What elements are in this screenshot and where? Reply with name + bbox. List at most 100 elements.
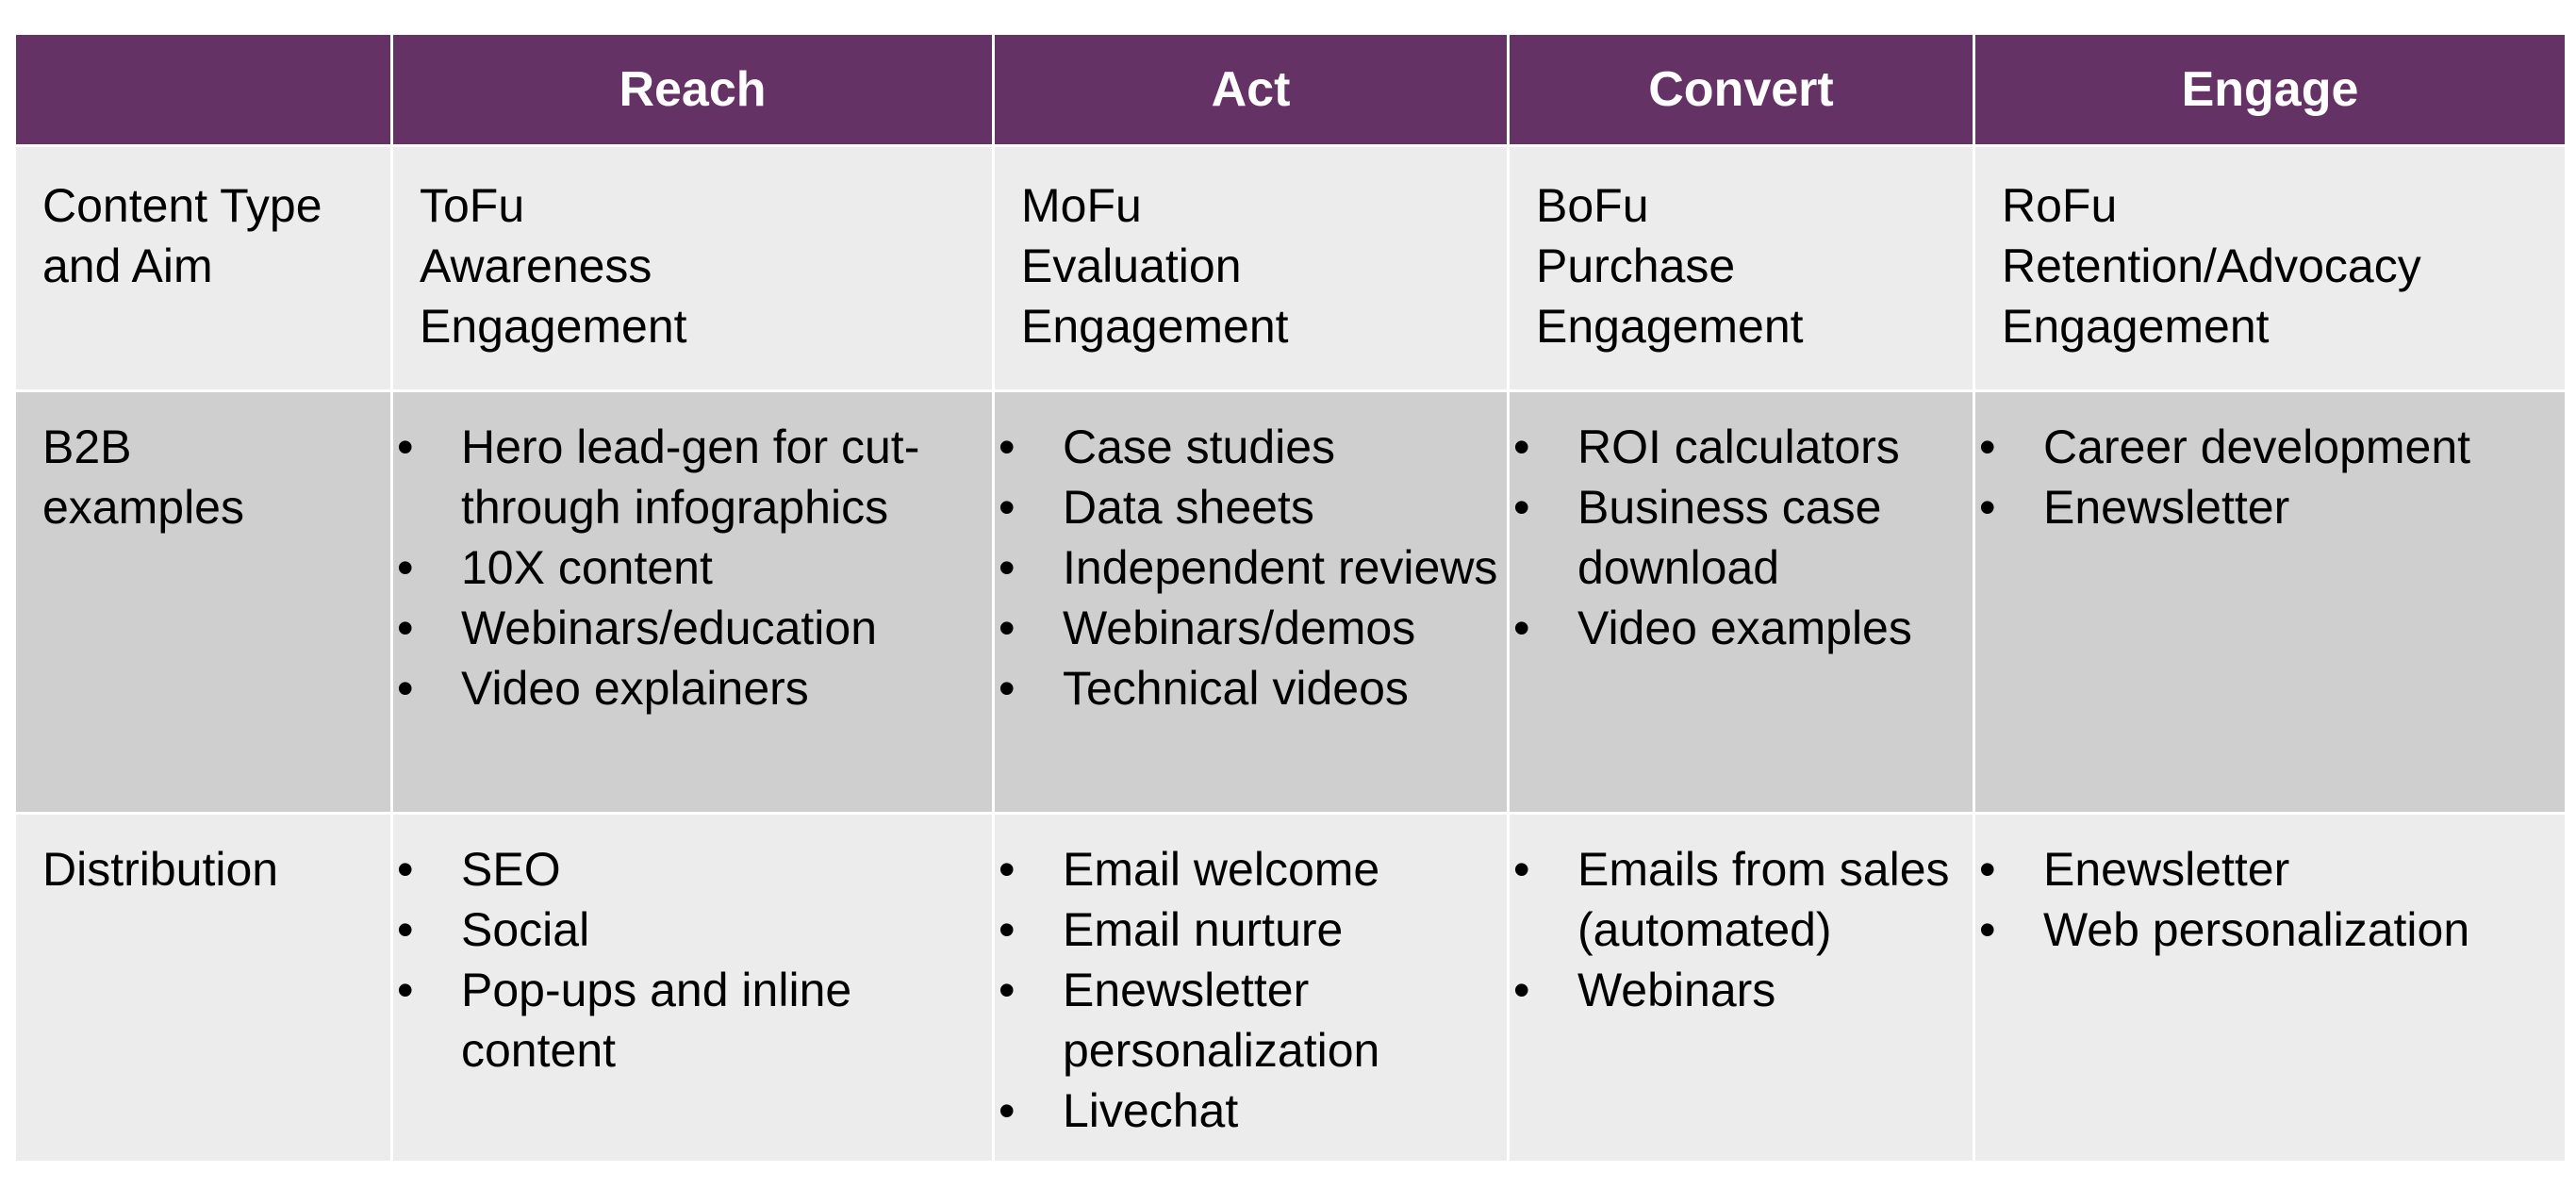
row-label-b2b-examples: B2B examples (42, 421, 244, 534)
bullet-icon: • (1979, 481, 1996, 534)
list-item-text: 10X content (461, 541, 713, 594)
list-item-text: Webinars (1577, 964, 1776, 1016)
stage-line: MoFu (1021, 179, 1142, 232)
bullet-icon: • (1513, 602, 1530, 654)
list-item: • Independent reviews (995, 537, 1507, 598)
bullet-icon: • (1513, 843, 1530, 896)
list-item-text: Hero lead-gen for cut-through infographi… (461, 421, 920, 534)
reach-distribution-cell: • SEO • Social • Pop-ups and inline content (390, 812, 995, 1163)
list-item: • Pop-ups and inline content (393, 960, 992, 1081)
list-item: •Web personalization (1975, 899, 2565, 960)
list-item-text: Independent reviews (1063, 541, 1498, 594)
bullet-list: •Case studies•Data sheets•Independent re… (995, 392, 1507, 718)
list-item-text: Pop-ups and inline content (461, 964, 852, 1077)
list-item-text: Email welcome (1063, 843, 1380, 896)
header-engage: Engage (1973, 32, 2568, 147)
list-item: •Hero lead-gen for cut-through infograph… (393, 417, 992, 537)
funnel-content-table: Reach Act Convert Engage Content Type an… (13, 32, 2568, 1163)
convert-b2b-cell: •ROI calculators•Business case download•… (1507, 389, 1975, 815)
reach-b2b-cell: • Hero lead-gen for cut-through infograph… (390, 389, 995, 815)
list-item: •Case studies (995, 417, 1507, 477)
engage-distribution-cell: •Enewsletter•Web personalization (1973, 812, 2568, 1163)
bullet-icon: • (999, 843, 1016, 896)
list-item: • SEO (393, 839, 992, 899)
list-item: •Career development (1975, 417, 2565, 477)
list-item: • Data sheets (995, 477, 1507, 537)
bullet-list: •Enewsletter•Web personalization (1975, 815, 2565, 960)
bullet-icon: • (1979, 421, 1996, 473)
bullet-icon: • (1513, 421, 1530, 473)
bullet-list: •Career development• Enewsletter (1975, 392, 2565, 537)
b2b-examples-row: B2B examples • Hero lead-gen for cut-thro… (13, 389, 2568, 815)
bullet-icon: • (999, 541, 1016, 594)
bullet-list: • SEO • Social • Pop-ups and inline content (393, 815, 992, 1081)
convert-distribution-cell: • Emails from sales (automated)•Webinars (1507, 812, 1975, 1163)
stage-line: Engagement (420, 300, 687, 353)
act-distribution-cell: •Email welcome•Email nurture•Enewsletter… (992, 812, 1510, 1163)
stage-line: Retention/Advocacy (2002, 239, 2421, 292)
list-item: •Technical videos (995, 658, 1507, 718)
distribution-row: Distribution • SEO • Social • Pop-ups and inl… (13, 812, 2568, 1163)
list-item: • Email welcome (995, 839, 1507, 899)
list-item-text: Business case download (1577, 481, 1882, 594)
bullet-icon: • (999, 903, 1016, 956)
list-item-text: Video examples (1577, 602, 1912, 654)
list-item-text: Webinars/demos (1063, 602, 1416, 654)
list-item-text: SEO (461, 843, 561, 896)
stage-line: BoFu (1536, 179, 1649, 232)
list-item-text: Enewsletter (2043, 843, 2290, 896)
list-item-text: Social (461, 903, 590, 956)
bullet-list: • Emails from sales (automated)•Webinars (1510, 815, 1973, 1020)
bullet-icon: • (999, 964, 1016, 1016)
stage-line: Engagement (1536, 300, 1804, 353)
stage-line: Engagement (1021, 300, 1289, 353)
list-item: •Enewsletter (1975, 839, 2565, 899)
stage-line: Engagement (2002, 300, 2270, 353)
bullet-icon: • (397, 843, 414, 896)
bullet-icon: • (999, 602, 1016, 654)
list-item: • Webinars/demos (995, 598, 1507, 658)
list-item-text: Livechat (1063, 1084, 1239, 1137)
stage-line: Purchase (1536, 239, 1736, 292)
list-item: • Emails from sales (automated) (1510, 839, 1973, 960)
engage-b2b-cell: •Career development• Enewsletter (1973, 389, 2568, 815)
list-item-text: Enewsletter (2043, 481, 2290, 534)
bullet-icon: • (1979, 903, 1996, 956)
bullet-list: • Hero lead-gen for cut-through infograph… (393, 392, 992, 718)
act-b2b-cell: •Case studies•Data sheets•Independent re… (992, 389, 1510, 815)
list-item-text: Technical videos (1063, 662, 1409, 715)
bullet-icon: • (397, 903, 414, 956)
header-act: Act (992, 32, 1510, 147)
list-item: •Email nurture (995, 899, 1507, 960)
bullet-icon: • (1513, 481, 1530, 534)
list-item-text: Data sheets (1063, 481, 1314, 534)
header-corner-cell (13, 32, 393, 147)
bullet-icon: • (397, 602, 414, 654)
row-label-cell: Distribution (13, 812, 393, 1163)
bullet-icon: • (397, 662, 414, 715)
list-item-text: Emails from sales (automated) (1577, 843, 1950, 956)
bullet-icon: • (397, 964, 414, 1016)
list-item: •Webinars (1510, 960, 1973, 1020)
bullet-icon: • (999, 421, 1016, 473)
header-row: Reach Act Convert Engage (13, 32, 2568, 147)
row-label-content-type: Content Type and Aim (42, 179, 322, 292)
list-item-text: Enewsletter personalization (1063, 964, 1380, 1077)
bullet-icon: • (397, 541, 414, 594)
row-label-distribution: Distribution (42, 843, 279, 896)
list-item: •Webinars/education (393, 598, 992, 658)
list-item: • Livechat (995, 1081, 1507, 1141)
list-item: • Video examples (1510, 598, 1973, 658)
stage-line: ToFu (420, 179, 525, 232)
list-item: • Enewsletter personalization (995, 960, 1507, 1081)
bullet-list: •ROI calculators•Business case download•… (1510, 392, 1973, 658)
row-label-cell: B2B examples (13, 389, 393, 815)
list-item-text: ROI calculators (1577, 421, 1900, 473)
row-label-cell: Content Type and Aim (13, 144, 393, 392)
bullet-icon: • (999, 1084, 1016, 1137)
bullet-icon: • (999, 481, 1016, 534)
